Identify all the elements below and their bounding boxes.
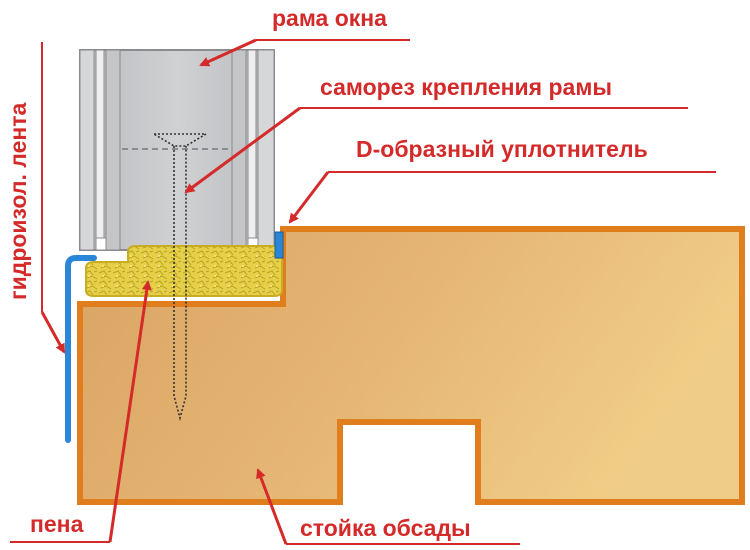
d-seal-shape	[274, 231, 284, 259]
arrow-casing-post	[256, 468, 288, 545]
arrow-d-seal	[288, 171, 330, 224]
label-tape: гидроизол. лента	[5, 102, 31, 300]
window-frame-profile	[79, 49, 275, 251]
arrow-screw	[184, 106, 301, 194]
label-frame: рама окна	[272, 5, 387, 31]
arrow-tape	[40, 311, 66, 354]
label-d-seal: D-образный уплотнитель	[356, 136, 648, 162]
waterproof-tape-shape	[65, 255, 97, 443]
screw-shape	[151, 133, 209, 422]
label-screw: саморез крепления рамы	[320, 74, 612, 100]
foam-shape	[85, 245, 283, 297]
label-casing-post: стойка обсады	[300, 515, 471, 541]
arrow-frame	[199, 38, 257, 67]
label-foam: пена	[30, 511, 84, 537]
arrow-foam	[108, 280, 152, 543]
